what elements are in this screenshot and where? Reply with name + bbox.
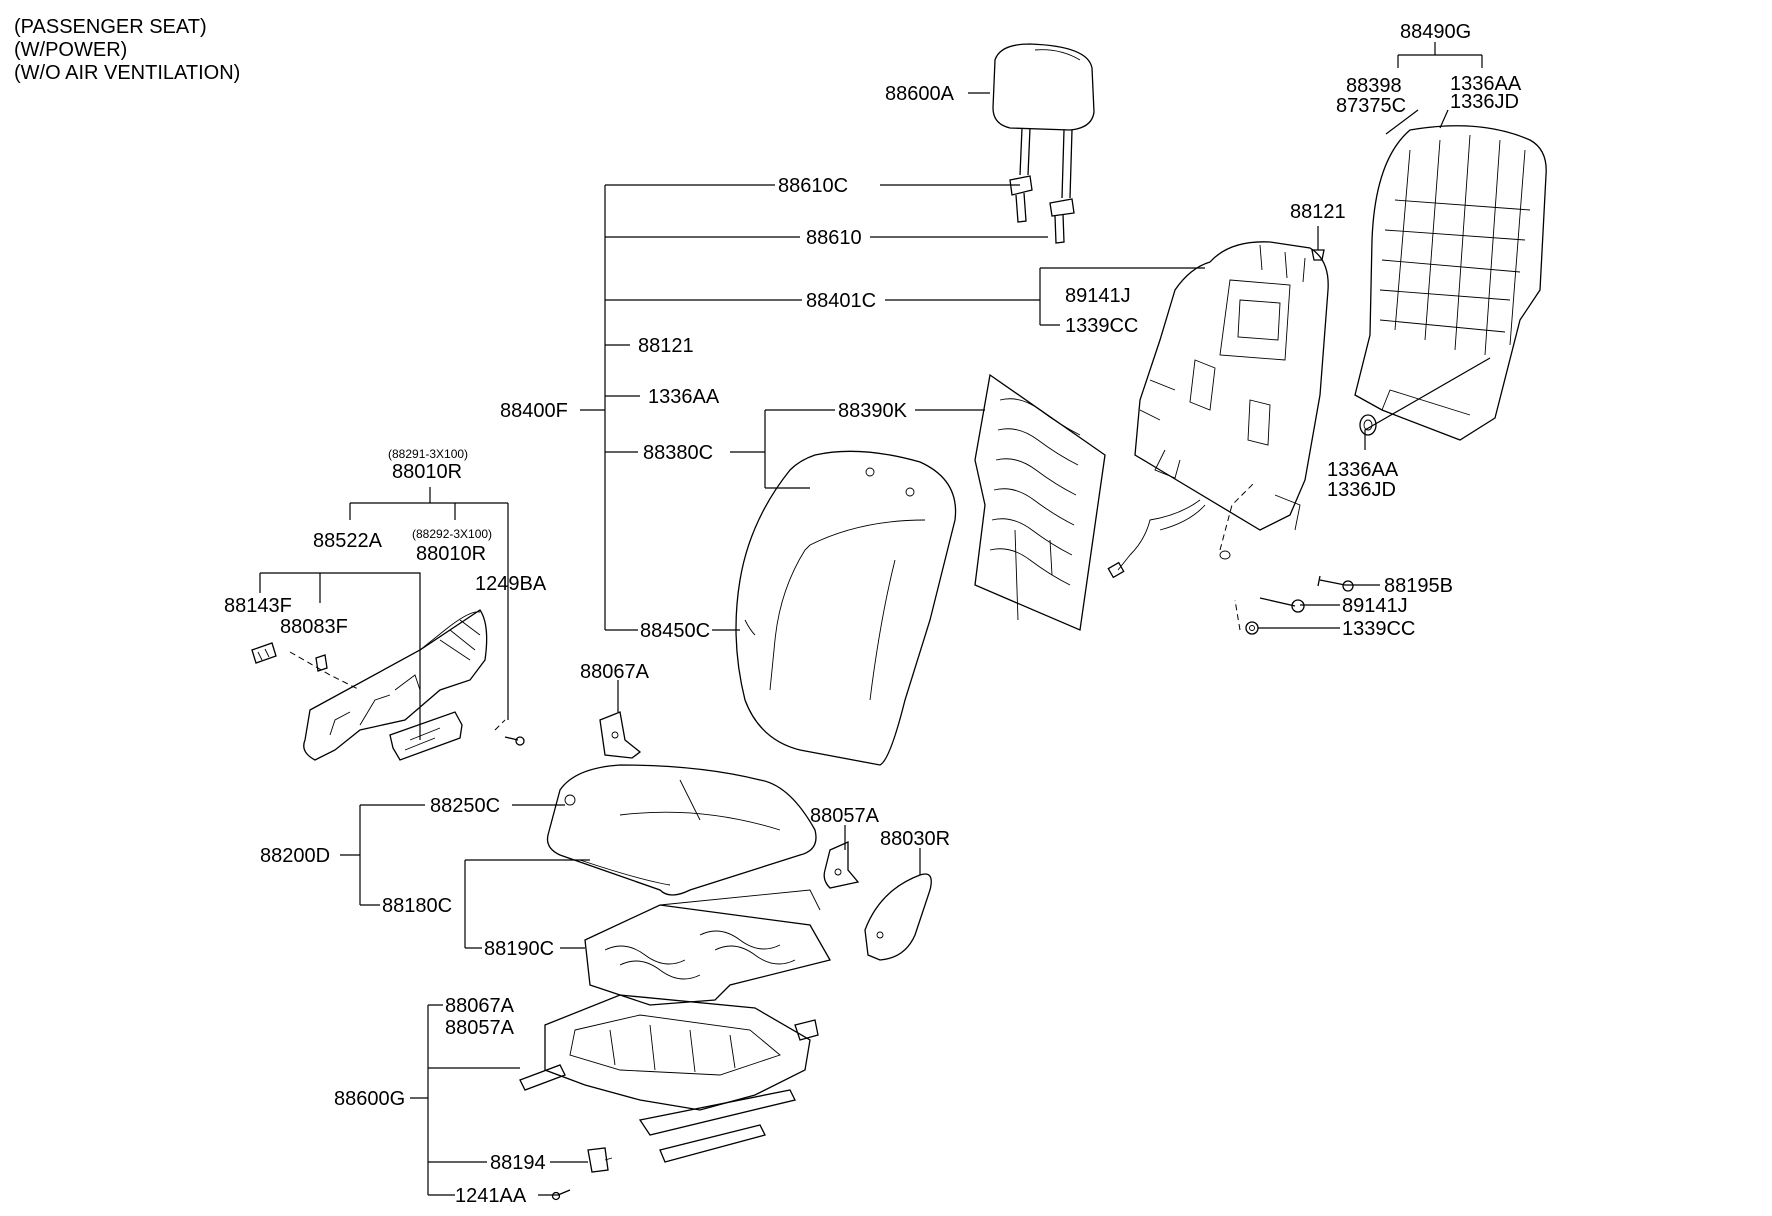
- power-switch-module: [389, 711, 463, 761]
- label-88143f: 88143F: [224, 595, 292, 617]
- label-88600g: 88600G: [334, 1088, 405, 1110]
- label-88600a: 88600A: [885, 83, 955, 105]
- label-88194: 88194: [490, 1152, 546, 1174]
- seatback-heater-mat-88390k: [974, 373, 1106, 631]
- side-shield-88010r: [303, 609, 488, 761]
- label-88400f: 88400F: [500, 400, 568, 422]
- label-1336aa-top: 1336AA: [1450, 73, 1522, 95]
- label-87375c: 87375C: [1336, 95, 1406, 117]
- label-88083f: 88083F: [280, 616, 348, 638]
- switch-88143f: [251, 642, 277, 664]
- label-88030r: 88030R: [880, 828, 950, 850]
- label-88401c: 88401C: [806, 290, 876, 312]
- label-88610: 88610: [806, 227, 862, 249]
- label-88067a-mid: 88067A: [580, 661, 650, 683]
- label-88010r-a: 88010R: [392, 461, 462, 483]
- label-88121-mid: 88121: [638, 335, 694, 357]
- module-88194: [587, 1147, 613, 1173]
- label-88200d: 88200D: [260, 845, 330, 867]
- label-1336jd-top: 1336JD: [1450, 91, 1519, 113]
- headrest-guide-88610c: [1009, 175, 1033, 223]
- label-88291-note: (88291-3X100): [388, 447, 468, 461]
- label-88390k: 88390K: [838, 400, 908, 422]
- label-88610c: 88610C: [778, 175, 848, 197]
- small-clip-88121: [1311, 249, 1325, 261]
- label-88292-note: (88292-3X100): [412, 527, 492, 541]
- label-89141j-top: 89141J: [1065, 285, 1131, 307]
- knob-88083f: [315, 654, 328, 672]
- shield-88030r: [864, 873, 932, 961]
- bolt-89141j: [1259, 597, 1305, 613]
- seatback-frame-88401c: [1134, 241, 1329, 531]
- label-88067a-low: 88067A: [445, 995, 515, 1017]
- label-1336jd-low: 1336JD: [1327, 479, 1396, 501]
- label-88522a: 88522A: [313, 530, 383, 552]
- part-labels: 88490G 88398 87375C 1336AA 1336JD 88600A…: [224, 21, 1522, 1207]
- label-88380c: 88380C: [643, 442, 713, 464]
- wire-harness: [1107, 499, 1231, 579]
- cushion-heater-mat-88190c: [584, 889, 831, 1006]
- label-88195b: 88195B: [1384, 575, 1453, 597]
- label-1249ba: 1249BA: [475, 573, 547, 595]
- seatback-cover-88380c: [735, 450, 957, 766]
- leader-lines: [259, 42, 1491, 1196]
- label-88121-right: 88121: [1290, 201, 1346, 223]
- header-line-3: (W/O AIR VENTILATION): [14, 62, 240, 84]
- label-88190c: 88190C: [484, 938, 554, 960]
- headrest-guide-88610: [1049, 198, 1075, 244]
- label-88450c: 88450C: [640, 620, 710, 642]
- label-88057a-mid: 88057A: [810, 805, 880, 827]
- header-line-2: (W/POWER): [14, 39, 127, 61]
- bracket-88057a-mid: [823, 840, 860, 889]
- bolt-88195b: [1317, 575, 1354, 592]
- nut-1339cc: [1245, 621, 1259, 635]
- label-1336aa-mid: 1336AA: [648, 386, 720, 408]
- bracket-88067a-mid: [599, 711, 642, 759]
- header-line-1: (PASSENGER SEAT): [14, 16, 207, 38]
- label-89141j-low: 89141J: [1342, 595, 1408, 617]
- seat-cushion-cover-88250c: [546, 764, 817, 896]
- label-1336aa-low: 1336AA: [1327, 459, 1399, 481]
- label-88250c: 88250C: [430, 795, 500, 817]
- label-88057a-low: 88057A: [445, 1017, 515, 1039]
- screw-1241aa: [551, 1189, 571, 1201]
- seat-clip-1336aa: [1359, 414, 1377, 436]
- label-1339cc-low: 1339CC: [1342, 618, 1415, 640]
- label-88010r-b: 88010R: [416, 543, 486, 565]
- label-1339cc-top: 1339CC: [1065, 315, 1138, 337]
- label-88398: 88398: [1346, 75, 1402, 97]
- label-88490g: 88490G: [1400, 21, 1471, 43]
- label-88180c: 88180C: [382, 895, 452, 917]
- label-1241aa: 1241AA: [455, 1185, 527, 1207]
- seatback-cover-88490g: [1354, 125, 1547, 441]
- seat-frame-88600g: [519, 994, 819, 1163]
- headrest: [992, 43, 1095, 199]
- screw-1249ba: [504, 736, 525, 746]
